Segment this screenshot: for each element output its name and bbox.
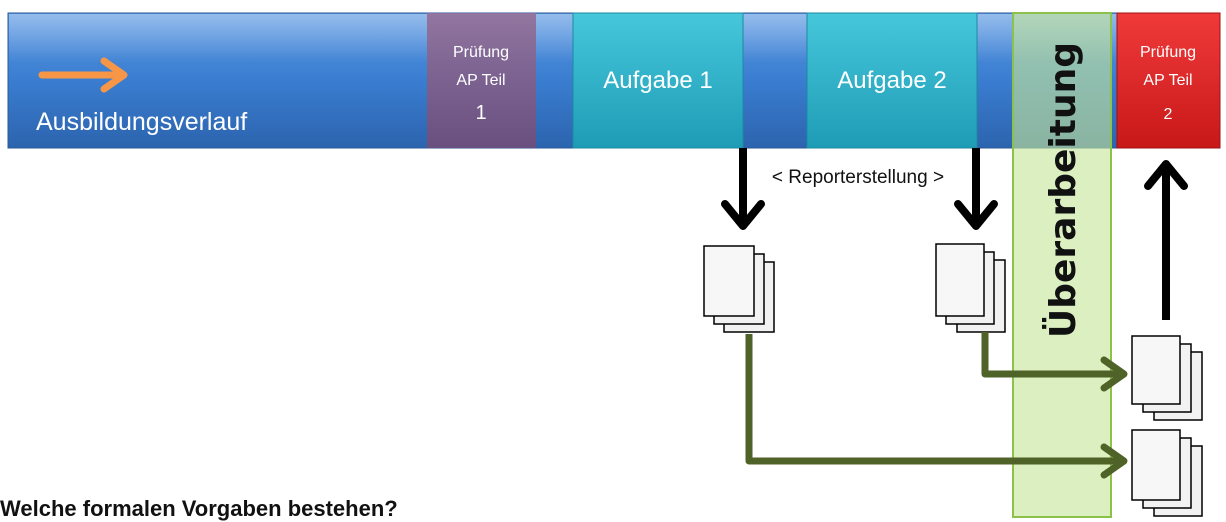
timeline-label: Ausbildungsverlauf xyxy=(36,108,247,136)
exam1-line1: Prüfung xyxy=(453,44,509,61)
document-stack-icon xyxy=(703,245,775,333)
exam2-line1: Prüfung xyxy=(1140,44,1196,61)
down-arrow-icon xyxy=(954,148,998,230)
revision-label: Überarbeitung xyxy=(1042,42,1084,338)
question-heading: Welche formalen Vorgaben bestehen? xyxy=(0,496,398,521)
document-stack-icon xyxy=(935,243,1006,333)
exam2-line3: 2 xyxy=(1164,106,1173,123)
exam1-line3: 1 xyxy=(475,102,486,124)
down-arrow-icon xyxy=(721,148,765,230)
green-flow-arrow xyxy=(745,334,1128,479)
exam2-line2: AP Teil xyxy=(1143,72,1192,89)
task1-segment xyxy=(572,12,744,149)
document-stack-icon xyxy=(1131,335,1203,421)
exam1-line2: AP Teil xyxy=(456,72,505,89)
up-arrow-icon xyxy=(1144,160,1188,320)
task1-label: Aufgabe 1 xyxy=(603,67,712,94)
revision-column xyxy=(1012,12,1112,518)
task2-segment xyxy=(806,12,978,149)
task2-label: Aufgabe 2 xyxy=(837,67,946,94)
report-creation-label: < Reporterstellung > xyxy=(772,167,944,188)
orange-arrow-head xyxy=(100,57,128,93)
document-stack-icon xyxy=(1131,429,1203,517)
exam1-segment xyxy=(427,13,536,148)
exam2-segment xyxy=(1116,12,1221,149)
green-flow-arrow xyxy=(981,332,1128,392)
